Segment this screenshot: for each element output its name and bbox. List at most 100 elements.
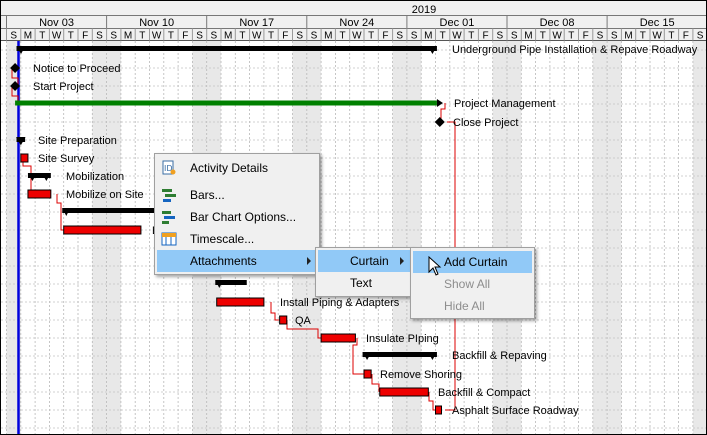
- nonwork-day-shade: [392, 41, 407, 434]
- day-letter: S: [396, 31, 403, 42]
- menu-item-label: Hide All: [444, 299, 485, 313]
- relationship-line: [428, 392, 437, 411]
- activity-label: Mobilization: [66, 171, 124, 183]
- menu-item-curtain[interactable]: Curtain: [318, 250, 410, 272]
- day-letter: S: [697, 31, 704, 42]
- activity-label: Site Preparation: [38, 135, 117, 147]
- task-bar: [216, 297, 265, 307]
- day-letter: M: [224, 31, 232, 42]
- day-letter: S: [597, 31, 604, 42]
- context-menu: ID Activity Details Bars... Bar Chart Op…: [154, 153, 320, 275]
- milestone-diamond: [10, 81, 21, 91]
- day-letter: T: [239, 31, 245, 42]
- day-letter: T: [468, 31, 474, 42]
- menu-item-label: Bar Chart Options...: [190, 210, 297, 224]
- level-of-effort-bar: [15, 100, 437, 106]
- activity-label: Notice to Proceed: [33, 63, 120, 75]
- summary-bar-cap: [16, 137, 26, 145]
- summary-bar-cap: [27, 173, 37, 181]
- activity-label: Asphalt Surface Roadway: [452, 405, 579, 417]
- menu-item-bar-chart-options[interactable]: Bar Chart Options...: [157, 206, 317, 228]
- week-label: Dec 15: [640, 17, 675, 29]
- summary-bar-cap: [362, 352, 372, 360]
- menu-item-label: Add Curtain: [444, 255, 508, 269]
- day-letter: T: [268, 31, 274, 42]
- day-letter: M: [24, 31, 32, 42]
- mouse-pointer-icon: [428, 256, 442, 276]
- day-letter: T: [168, 31, 174, 42]
- menu-item-show-all: Show All: [413, 273, 532, 295]
- nonwork-day-shade: [92, 41, 107, 434]
- task-bar: [279, 315, 288, 325]
- relationship-line: [11, 86, 19, 103]
- activity-label: Backfill & Repaving: [452, 350, 547, 362]
- nonwork-day-shade: [106, 41, 121, 434]
- day-letter: S: [511, 31, 518, 42]
- day-letter: M: [124, 31, 132, 42]
- activity-label: Underground Pipe Installation & Repave R…: [452, 44, 698, 56]
- summary-bar-cap: [427, 352, 437, 360]
- task-bar: [379, 387, 429, 397]
- menu-item-label: Timescale...: [190, 232, 255, 246]
- menu-item-activity-details[interactable]: ID Activity Details: [157, 157, 317, 179]
- menu-item-text[interactable]: Text: [318, 272, 410, 294]
- day-letter: W: [352, 31, 362, 42]
- day-letter: M: [624, 31, 632, 42]
- relationship-line: [270, 302, 280, 321]
- day-letter: W: [252, 31, 262, 42]
- menu-item-add-curtain[interactable]: Add Curtain: [413, 251, 532, 273]
- week-label: Nov 24: [339, 17, 374, 29]
- week-label: Nov 10: [139, 17, 174, 29]
- day-letter: S: [296, 31, 303, 42]
- bar-chart-options-icon: [162, 211, 175, 224]
- activity-label: Backfill & Compact: [438, 387, 530, 399]
- task-bar: [63, 225, 142, 235]
- nonwork-day-shade: [692, 41, 706, 434]
- level-of-effort-arrow: [436, 99, 443, 107]
- summary-bar: [215, 280, 247, 285]
- task-bar: [435, 405, 442, 415]
- day-letter: M: [524, 31, 532, 42]
- day-letter: T: [440, 31, 446, 42]
- nonwork-day-shade: [507, 41, 522, 434]
- day-letter: T: [668, 31, 674, 42]
- relationship-line: [56, 194, 65, 231]
- menu-item-label: Activity Details: [190, 161, 269, 175]
- nonwork-day-shade: [492, 41, 507, 434]
- day-letter: S: [611, 31, 618, 42]
- day-letter: T: [568, 31, 574, 42]
- week-label: Nov 17: [239, 17, 274, 29]
- nonwork-day-shade: [607, 41, 622, 434]
- milestone-diamond: [434, 117, 445, 127]
- day-letter: S: [110, 31, 117, 42]
- menu-item-label: Bars...: [190, 188, 225, 202]
- submenu-arrow-icon: [307, 257, 311, 265]
- relationship-line: [11, 68, 19, 86]
- day-letter: F: [382, 31, 388, 42]
- menu-item-label: Attachments: [190, 254, 257, 268]
- nonwork-day-shade: [406, 41, 422, 434]
- day-letter: S: [411, 31, 418, 42]
- day-letter: T: [368, 31, 374, 42]
- summary-bar-cap: [62, 208, 71, 216]
- day-letter: F: [182, 31, 188, 42]
- curtain-submenu: Add Curtain Show All Hide All: [410, 247, 535, 319]
- day-letter: F: [583, 31, 589, 42]
- summary-bar: [362, 352, 437, 357]
- menu-item-timescale[interactable]: Timescale...: [157, 228, 317, 250]
- menu-item-attachments[interactable]: Attachments: [157, 250, 317, 272]
- day-letter: S: [196, 31, 203, 42]
- nonwork-day-shade: [592, 41, 608, 434]
- relationship-line: [352, 338, 365, 375]
- milestone-diamond: [10, 63, 21, 73]
- timescale-year: 2019: [412, 4, 436, 16]
- menu-item-bars[interactable]: Bars...: [157, 184, 317, 206]
- relationship-line: [440, 103, 446, 122]
- summary-bar: [62, 208, 159, 213]
- summary-bar-cap: [427, 46, 437, 54]
- day-letter: W: [652, 31, 662, 42]
- summary-bar: [27, 173, 51, 178]
- activity-label: Insulate PIping: [366, 333, 439, 345]
